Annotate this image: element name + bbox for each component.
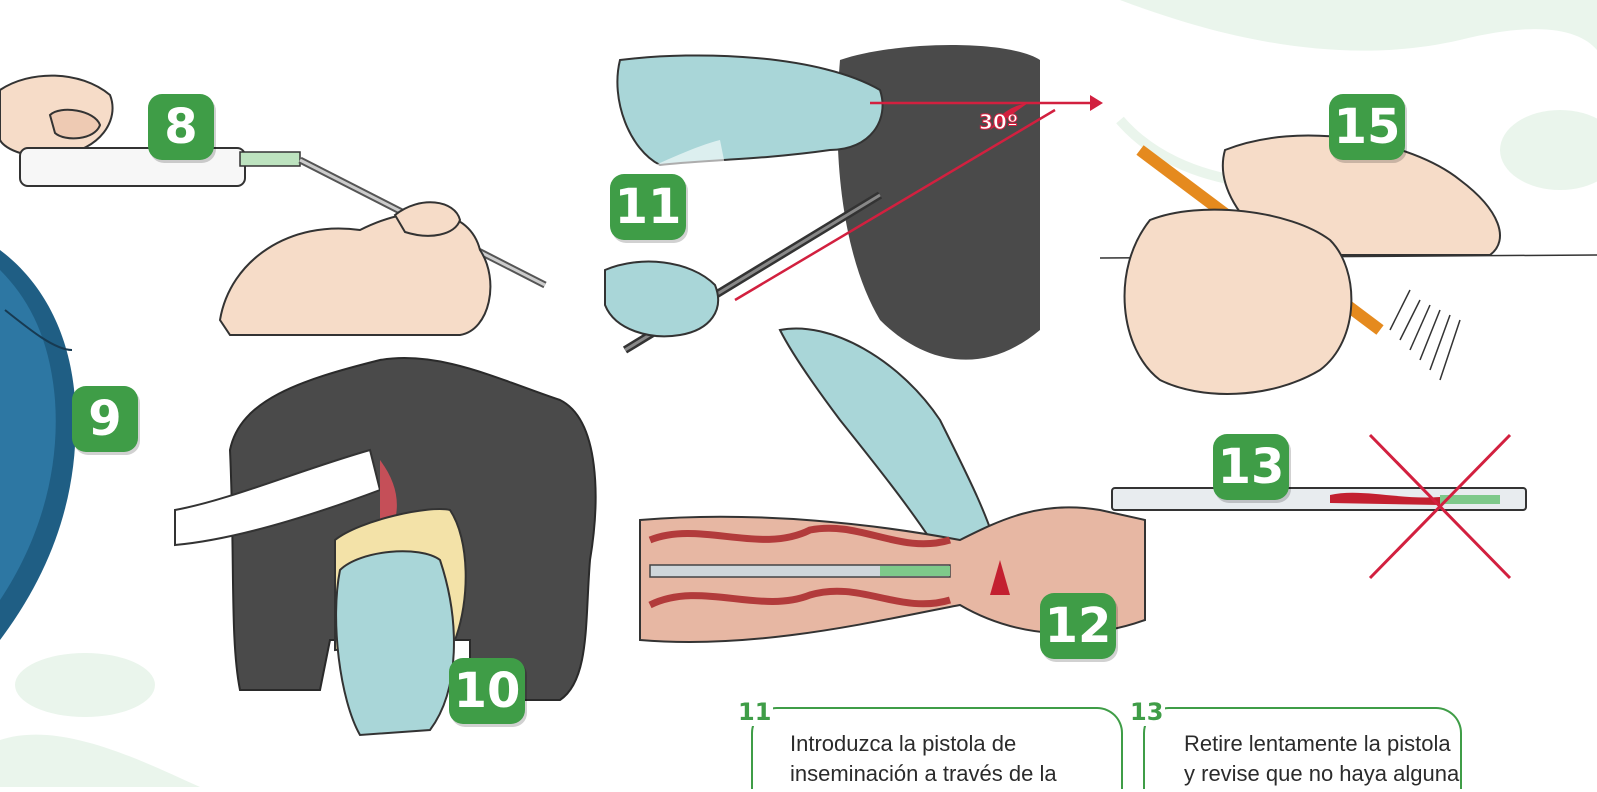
instruction-number-11: 11 bbox=[736, 698, 773, 726]
angle-label: 30º bbox=[979, 110, 1018, 134]
panel-13-art bbox=[1112, 435, 1526, 578]
panel-9-art bbox=[0, 250, 76, 640]
step-badge-10: 10 bbox=[449, 658, 525, 724]
panel-8-art bbox=[0, 76, 545, 335]
step-badge-9: 9 bbox=[72, 386, 138, 452]
step-badge-8: 8 bbox=[148, 94, 214, 160]
instruction-text-11-line2: inseminación a través de la bbox=[790, 760, 1057, 788]
instruction-text-13-line1: Retire lentamente la pistola bbox=[1184, 730, 1451, 758]
step-badge-12: 12 bbox=[1040, 593, 1116, 659]
instruction-text-11-line1: Introduzca la pistola de bbox=[790, 730, 1016, 758]
step-badge-15: 15 bbox=[1329, 94, 1405, 160]
instruction-number-13: 13 bbox=[1128, 698, 1165, 726]
panel-10-art bbox=[175, 358, 596, 735]
step-badge-13: 13 bbox=[1213, 434, 1289, 500]
step-badge-11: 11 bbox=[610, 174, 686, 240]
instruction-text-13-line2: y revise que no haya alguna bbox=[1184, 760, 1459, 788]
